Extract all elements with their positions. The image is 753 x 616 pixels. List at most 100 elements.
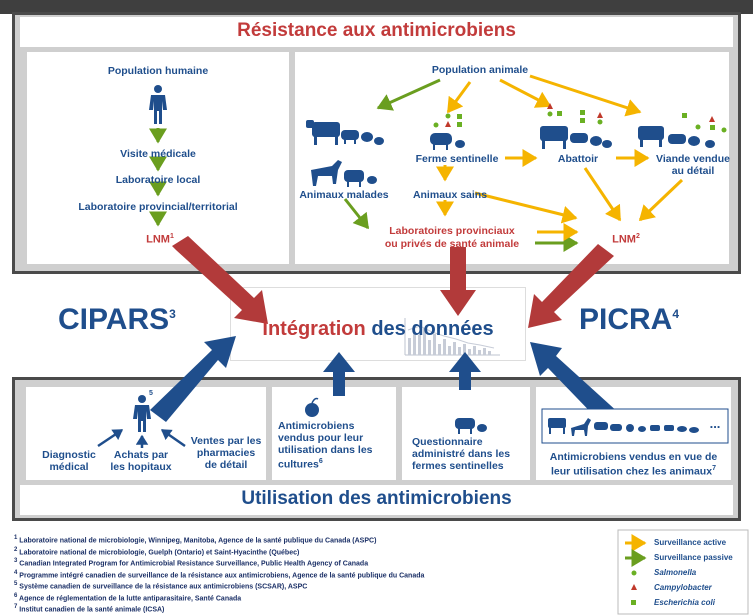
animal-labs-label-2: ou privés de santé animale bbox=[384, 238, 520, 250]
retail-meat-markers bbox=[682, 113, 727, 133]
livestock-group-icon bbox=[306, 120, 384, 145]
integration-title: Intégration des données bbox=[240, 318, 516, 341]
sentinel-farm-animals-icon bbox=[430, 133, 465, 150]
footnote-6-text: Agence de réglementation de la lutte ant… bbox=[19, 594, 242, 602]
animal-sales-text-2: leur utilisation chez les animaux bbox=[551, 465, 713, 478]
animal-active-arrows bbox=[436, 74, 684, 241]
abattoir-label: Abattoir bbox=[557, 153, 599, 165]
footnote-1: 1 Laboratoire national de microbiologie,… bbox=[14, 534, 614, 546]
hospital-label-2: les hopitaux bbox=[110, 461, 172, 473]
cipars-note: 3 bbox=[169, 307, 176, 321]
lnm-animal-label: LNM2 bbox=[604, 230, 648, 247]
footnote-4-number: 4 bbox=[14, 569, 18, 576]
footnotes: 1 Laboratoire national de microbiologie,… bbox=[14, 534, 614, 615]
footnote-4: 4 Programme intégré canadien de surveill… bbox=[14, 569, 614, 581]
crops-label-1: Antimicrobiens bbox=[278, 420, 355, 432]
sick-animals-label: Animaux malades bbox=[299, 189, 389, 201]
legend-passive-label: Surveillance passive bbox=[654, 553, 733, 562]
diagnostic-label-2: médical bbox=[49, 461, 89, 473]
usage-title: Utilisation des antimicrobiens bbox=[241, 488, 512, 509]
picra-label: PICRA4 bbox=[579, 303, 679, 337]
provincial-lab-label: Laboratoire provincial/territorial bbox=[78, 201, 238, 213]
apple-icon bbox=[305, 397, 319, 417]
hospital-label-1: Achats par bbox=[113, 449, 169, 461]
footnote-2-text: Laboratoire national de microbiologie, G… bbox=[19, 548, 300, 556]
footnote-6-number: 6 bbox=[14, 592, 18, 599]
integration-chart-icon bbox=[404, 318, 500, 356]
medical-visit-label: Visite médicale bbox=[120, 148, 196, 160]
questionnaire-label-3: fermes sentinelles bbox=[412, 460, 504, 472]
animal-labs-label-1: Laboratoires provinciaux bbox=[389, 225, 515, 237]
footnote-3: 3 Canadian Integrated Program for Antimi… bbox=[14, 557, 614, 569]
integration-box bbox=[230, 287, 526, 361]
legend-salmonella-label: Salmonella bbox=[654, 568, 697, 577]
legend-campylobacter-label: Campylobacter bbox=[654, 583, 712, 592]
pharmacy-label-1: Ventes par les bbox=[190, 435, 262, 447]
footnote-3-text: Canadian Integrated Program for Antimicr… bbox=[19, 560, 369, 568]
footnote-3-number: 3 bbox=[14, 558, 18, 565]
legend-ecoli-label: Escherichia coli bbox=[654, 598, 715, 607]
footnote-5: 5 Système canadien de surveillance de la… bbox=[14, 580, 614, 592]
animal-sales-label-2: leur utilisation chez les animaux7 bbox=[536, 463, 731, 478]
sentinel-farm-label: Ferme sentinelle bbox=[415, 153, 499, 165]
abattoir-animals-icon bbox=[540, 126, 612, 149]
human-figure-icon bbox=[149, 85, 167, 124]
animal-sales-label-1: Antimicrobiens vendus en vue de bbox=[549, 451, 718, 463]
questionnaire-label-2: administré dans les bbox=[412, 448, 511, 460]
human-population-label: Population humaine bbox=[107, 65, 209, 77]
human-usage-box bbox=[26, 387, 266, 480]
animal-passive-arrows bbox=[343, 78, 579, 252]
cipars-label: CIPARS3 bbox=[58, 303, 176, 337]
pharmacy-label-2: pharmacies bbox=[196, 447, 256, 459]
pharmacy-label-3: de détail bbox=[204, 459, 248, 471]
animal-population-label: Population animale bbox=[431, 64, 529, 76]
legend-box bbox=[617, 529, 749, 615]
cipars-text: CIPARS bbox=[58, 303, 170, 336]
sentinel-markers bbox=[433, 113, 462, 128]
crops-label-3: utilisation dans les bbox=[278, 444, 373, 456]
local-lab-label: Laboratoire local bbox=[115, 174, 201, 186]
usage-to-integration-arrows bbox=[150, 336, 620, 426]
questionnaire-animals-icon bbox=[455, 418, 487, 434]
lnm-animal-text: LNM bbox=[612, 233, 636, 246]
footnote-4-text: Programme intégré canadien de surveillan… bbox=[19, 571, 425, 579]
healthy-animals-label: Animaux sains bbox=[412, 189, 488, 201]
lnm-animal-note: 2 bbox=[635, 233, 640, 240]
human-usage-note: 5 bbox=[149, 390, 153, 397]
footnote-5-number: 5 bbox=[14, 581, 18, 588]
crops-label-2: vendus pour leur bbox=[278, 432, 364, 444]
footnote-2-number: 2 bbox=[14, 546, 18, 553]
retail-meat-label-2: au détail bbox=[671, 165, 715, 177]
integration-word: Intégration bbox=[262, 318, 366, 340]
lnm-human-label: LNM1 bbox=[140, 230, 180, 247]
picra-text: PICRA bbox=[579, 303, 673, 336]
crops-text-4: cultures bbox=[278, 458, 319, 471]
legend-active-label: Surveillance active bbox=[654, 538, 727, 547]
footnote-7-text: Institut canadien de la santé animale (I… bbox=[19, 606, 165, 614]
footnote-1-text: Laboratoire national de microbiologie, W… bbox=[19, 537, 377, 545]
footnote-7: 7 Institut canadien de la santé animale … bbox=[14, 603, 614, 615]
crops-usage-box bbox=[272, 387, 396, 480]
animal-sales-ellipsis: ... bbox=[709, 416, 721, 431]
picra-note: 4 bbox=[672, 307, 680, 321]
questionnaire-box bbox=[402, 387, 530, 480]
usage-human-figure-icon bbox=[133, 395, 151, 432]
resistance-title-box bbox=[20, 17, 733, 47]
retail-meat-label-1: Viande vendue bbox=[656, 153, 730, 165]
diagnostic-label-1: Diagnostic bbox=[42, 449, 96, 461]
footnote-5-text: Système canadien de surveillance de la r… bbox=[19, 583, 308, 591]
retail-meat-animals-icon bbox=[638, 126, 715, 148]
footnote-2: 2 Laboratoire national de microbiologie,… bbox=[14, 546, 614, 558]
top-bar bbox=[0, 0, 753, 14]
questionnaire-label-1: Questionnaire bbox=[412, 436, 483, 448]
lnm-human-note: 1 bbox=[169, 233, 174, 240]
data-word: des données bbox=[371, 318, 494, 340]
usage-human-arrows bbox=[97, 428, 186, 448]
footnote-7-number: 7 bbox=[14, 604, 18, 611]
sick-animals-icon bbox=[311, 160, 377, 187]
crops-note: 6 bbox=[318, 458, 323, 465]
usage-title-box bbox=[20, 485, 733, 515]
resistance-title: Résistance aux antimicrobiens bbox=[237, 20, 516, 41]
animal-sales-note: 7 bbox=[712, 465, 716, 472]
